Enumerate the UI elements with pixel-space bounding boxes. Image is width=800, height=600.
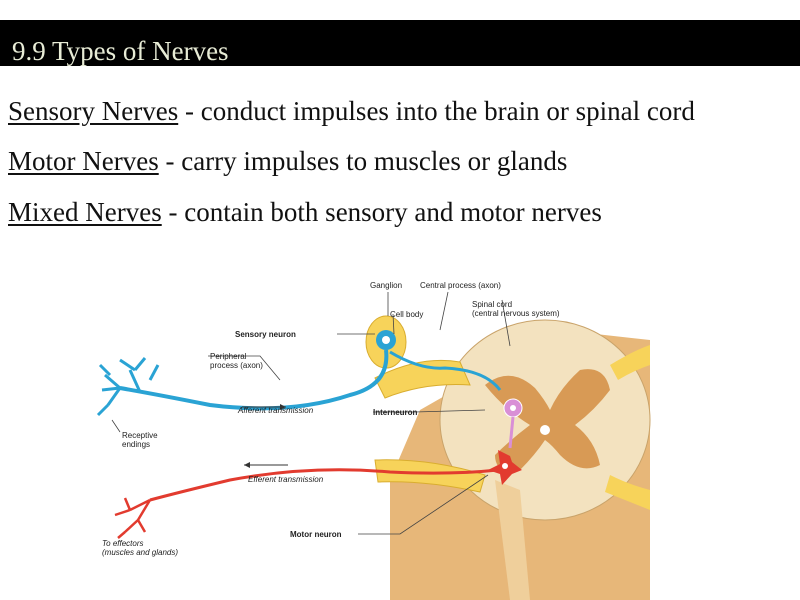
label-cell-body: Cell body (390, 310, 423, 319)
bullet-description: - carry impulses to muscles or glands (158, 146, 568, 176)
spinal-nerve-right (605, 345, 650, 510)
bullet-term: Mixed Nerves (8, 197, 162, 227)
sensory-neuron (119, 349, 502, 411)
bullet-term: Motor Nerves (8, 146, 159, 176)
leader-lines (111, 291, 511, 535)
bullet-mixed-nerves: Mixed Nerves - contain both sensory and … (8, 196, 602, 228)
label-sensory-neuron: Sensory neuron (235, 330, 296, 339)
reflex-arc-diagram: Ganglion Central process (axon) Spinal c… (96, 281, 651, 600)
label-ganglion: Ganglion (370, 281, 402, 290)
motor-neuron (149, 450, 522, 502)
receptive-endings (96, 357, 160, 417)
afferent-arrow (242, 404, 286, 410)
label-central-process: Central process (axon) (420, 281, 501, 290)
bullet-description: - contain both sensory and motor nerves (161, 197, 602, 227)
bullet-sensory-nerves: Sensory Nerves - conduct impulses into t… (8, 95, 695, 127)
label-receptive: Receptive (122, 431, 158, 440)
label-receptive-endings: endings (122, 440, 150, 449)
label-afferent-transmission: Afferent transmission (237, 406, 314, 415)
dorsal-root (374, 359, 471, 399)
efferent-arrow (244, 462, 288, 468)
label-efferent-transmission: Efferent transmission (248, 475, 324, 484)
label-motor-neuron: Motor neuron (290, 530, 342, 539)
motor-endings (114, 497, 152, 539)
bullet-term: Sensory Nerves (8, 96, 179, 126)
title-bar (0, 20, 800, 66)
label-interneuron: Interneuron (373, 408, 418, 417)
ventral-root (374, 459, 486, 493)
label-peripheral: Peripheral (210, 352, 247, 361)
bullet-motor-nerves: Motor Nerves - carry impulses to muscles… (8, 145, 567, 177)
label-to-effectors: To effectors (102, 539, 144, 548)
label-muscles-and-glands: (muscles and glands) (102, 548, 178, 557)
bullet-description: - conduct impulses into the brain or spi… (178, 96, 695, 126)
label-peripheral-process: process (axon) (210, 361, 263, 370)
label-spinal-cord-cns: (central nervous system) (472, 309, 560, 318)
label-spinal-cord: Spinal cord (472, 300, 512, 309)
interneuron (503, 398, 523, 449)
spinal-cord (390, 319, 651, 600)
slide-title: 9.9 Types of Nerves (12, 36, 229, 66)
